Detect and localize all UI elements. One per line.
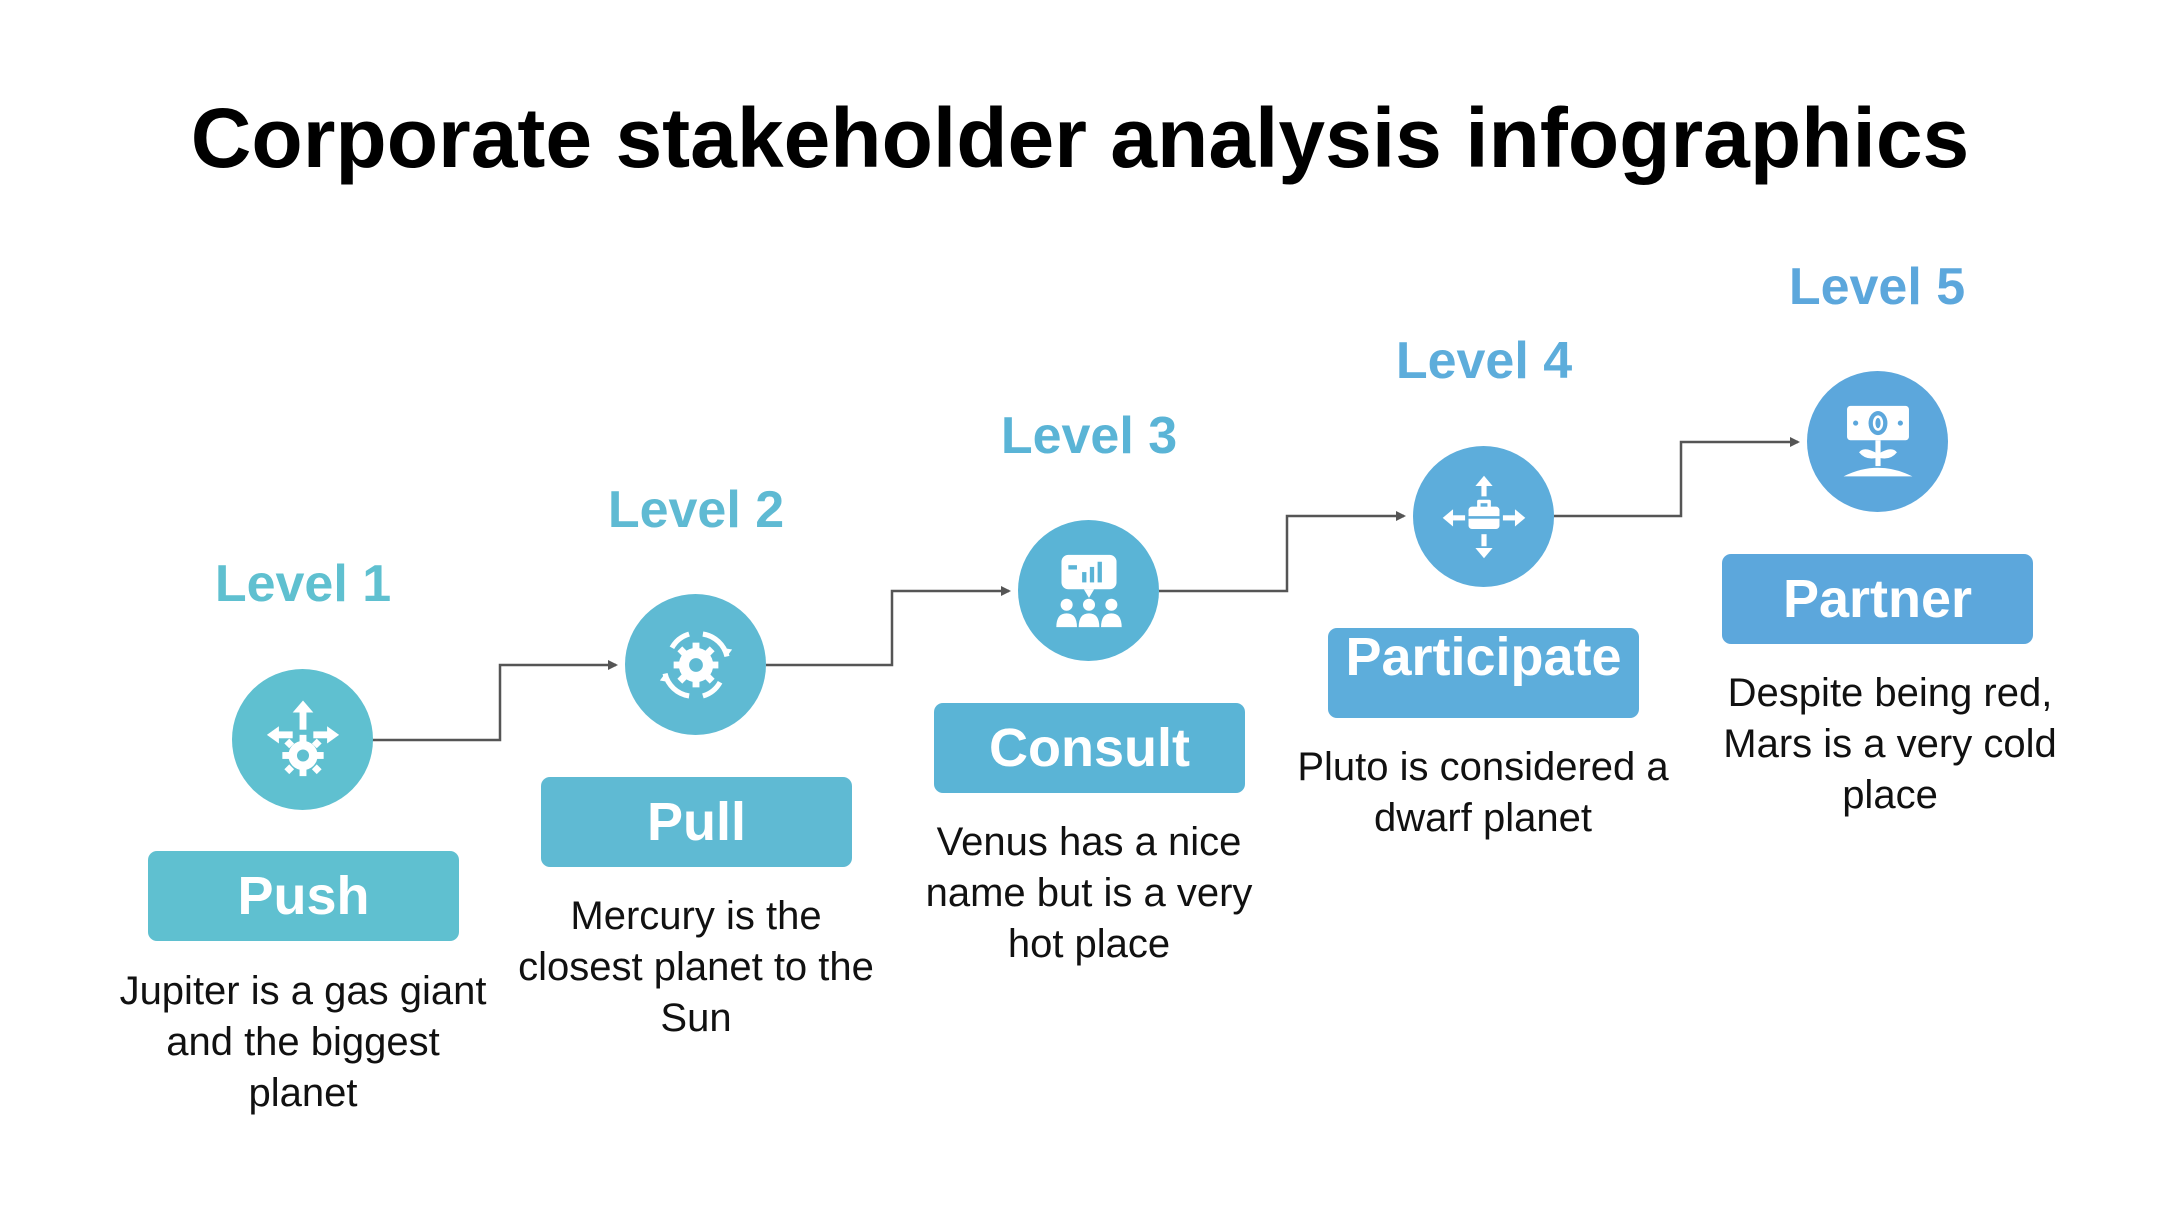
step-4-description: Pluto is considered a dwarf planet: [1297, 745, 1669, 840]
step-2-description: Mercury is the closest planet to the Sun: [518, 894, 874, 1040]
gear-with-arrows-icon: [266, 699, 339, 776]
level-label-3: Level 3: [1000, 407, 1178, 465]
meeting-presentation-icon: [1055, 554, 1122, 627]
level-label-1: Level 1: [214, 555, 392, 613]
step-2-icon-circle: [625, 594, 766, 735]
level-label-5: Level 5: [1788, 258, 1966, 316]
connector-4-5: [1554, 437, 1800, 518]
page-title: Corporate stakeholder analysis infograph…: [190, 91, 1970, 185]
step-1-icon-circle: [232, 669, 373, 810]
step-3-description: Venus has a nice name but is a very hot …: [925, 820, 1253, 966]
step-3-icon-circle: [1018, 520, 1159, 661]
level-label-2: Level 2: [607, 481, 785, 539]
step-5-icon-circle: [1807, 371, 1948, 512]
step-3-pill: Consult: [934, 703, 1245, 793]
briefcase-arrows-icon: [1442, 475, 1525, 558]
step-5-description: Despite being red, Mars is a very cold p…: [1723, 671, 2057, 817]
connector-2-3: [766, 586, 1011, 667]
gear-cycle-icon: [659, 630, 732, 699]
step-1-pill: Push: [148, 851, 459, 941]
step-1-description: Jupiter is a gas giant and the biggest p…: [119, 969, 487, 1115]
step-4-pill: Participate: [1328, 628, 1639, 718]
level-label-4: Level 4: [1395, 332, 1573, 390]
step-5-pill: Partner: [1722, 554, 2033, 644]
step-4-icon-circle: [1413, 446, 1554, 587]
connector-3-4: [1159, 511, 1406, 593]
money-growth-icon: [1843, 405, 1912, 476]
connector-1-2: [372, 660, 618, 742]
step-2-pill: Pull: [541, 777, 852, 867]
